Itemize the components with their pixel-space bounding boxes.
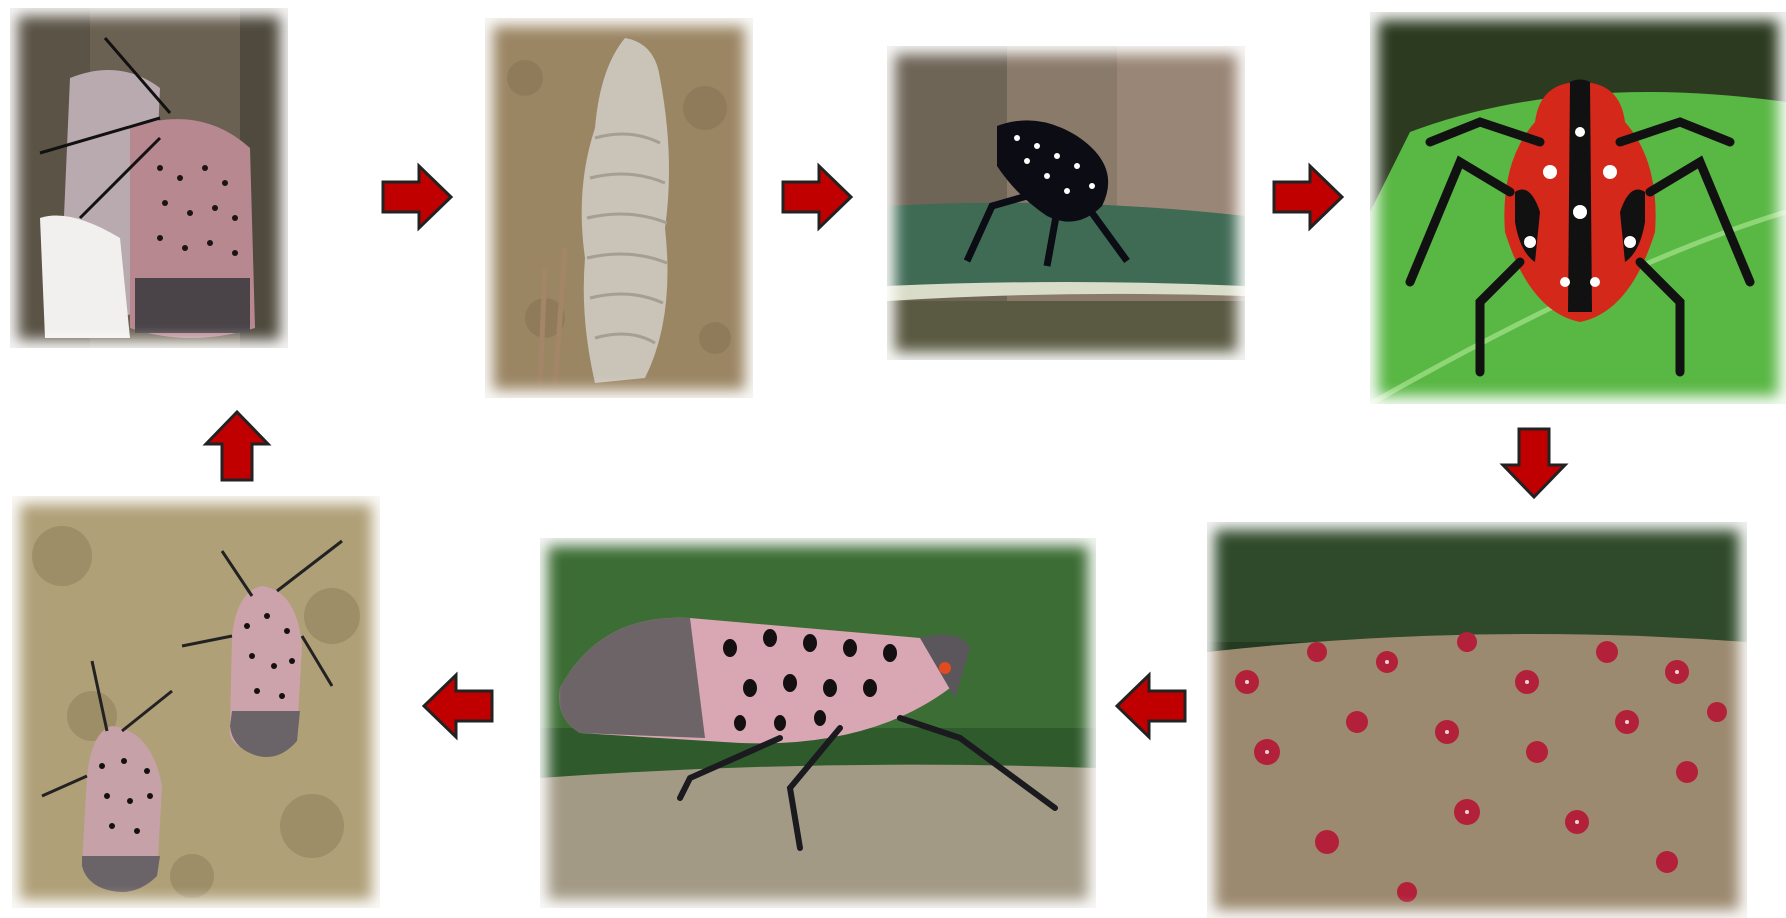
down-arrow-icon [1501, 427, 1567, 499]
red-nymphs-group-photo [1207, 522, 1747, 918]
right-arrow-icon [381, 164, 453, 230]
left-arrow-icon [422, 673, 494, 739]
right-arrow-icon [1272, 164, 1344, 230]
adult-side-photo [540, 538, 1096, 908]
egg-mass-photo [485, 18, 753, 398]
adults-pair-photo [12, 496, 380, 908]
black-nymph-photo [887, 46, 1245, 360]
right-arrow-icon [781, 164, 853, 230]
up-arrow-icon [204, 410, 270, 482]
left-arrow-icon [1115, 673, 1187, 739]
red-nymph-photo [1370, 12, 1786, 404]
adult-laying-eggs-photo [10, 8, 288, 348]
